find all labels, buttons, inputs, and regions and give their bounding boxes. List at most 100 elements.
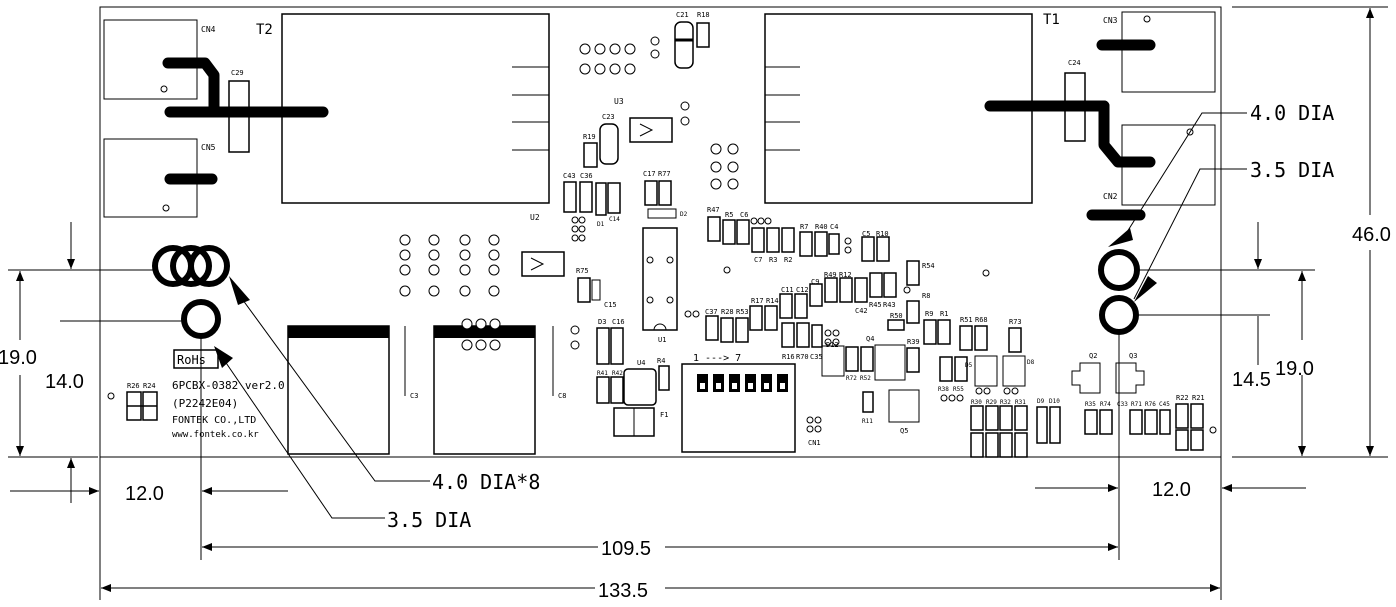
resistor-r71-label: R71 bbox=[1131, 401, 1142, 408]
silk-line2: (P2242E04) bbox=[172, 397, 238, 410]
component-cluster-r9 bbox=[923, 319, 1022, 382]
dim-hole-spacing: 109.5 bbox=[601, 538, 651, 560]
resistor-r30-label: R30 bbox=[971, 399, 982, 406]
transformer-t1-label: T1 bbox=[1043, 12, 1060, 28]
transistor-q5-label: Q5 bbox=[900, 427, 908, 435]
dim-right-height-14-5: 14.5 bbox=[1232, 369, 1271, 391]
resistor-r47-label: R47 bbox=[707, 206, 720, 214]
resistor-r70-label: R70 bbox=[796, 353, 809, 361]
capacitor-c33-label: C33 bbox=[1117, 401, 1128, 408]
transistor-q2 bbox=[1071, 362, 1101, 394]
transistor-q5 bbox=[888, 389, 920, 423]
resistor-r8-label: R8 bbox=[922, 292, 930, 300]
pad-field-left bbox=[399, 234, 500, 297]
connector-cn5-label: CN5 bbox=[201, 143, 216, 152]
resistor-r9-label: R9 bbox=[925, 310, 933, 318]
resistor-r45-label: R45 bbox=[869, 301, 882, 309]
pad-array-mid bbox=[710, 143, 739, 190]
resistor-r76-label: R76 bbox=[1145, 401, 1156, 408]
resistor-r68-label: R68 bbox=[975, 316, 988, 324]
resistor-r40-label: R40 bbox=[815, 223, 828, 231]
ic-u3 bbox=[629, 117, 673, 143]
diode-d2-label: D2 bbox=[680, 211, 688, 218]
transistor-q2-label: Q2 bbox=[1089, 352, 1097, 360]
capacitor-c36-label: C36 bbox=[580, 172, 593, 180]
diode-d10-label: D10 bbox=[1049, 398, 1060, 405]
dip-switch-keys bbox=[697, 374, 788, 392]
dim-right-hole-small: 3.5 DIA bbox=[1250, 158, 1334, 182]
capacitor-c4-label: C4 bbox=[830, 223, 838, 231]
capacitor-c14-label: C14 bbox=[609, 216, 620, 223]
silk-line1: 6PCBX-0382 ver2.0 bbox=[172, 379, 285, 392]
resistor-r3-label: R3 bbox=[769, 256, 777, 264]
resistor-r32-label: R32 bbox=[1000, 399, 1011, 406]
resistor-r7-label: R7 bbox=[800, 223, 808, 231]
dip-switch-label: 1 ---> 7 bbox=[693, 353, 741, 364]
transistor-q3-label: Q3 bbox=[1129, 352, 1137, 360]
capacitor-c9-label: C9 bbox=[811, 278, 819, 286]
ic-u4-label: U4 bbox=[637, 359, 645, 367]
dim-right-height-19: 19.0 bbox=[1275, 358, 1314, 380]
fuse-f1-label: F1 bbox=[660, 411, 668, 419]
resistor-r19-label: R19 bbox=[583, 133, 596, 141]
leader-lines bbox=[219, 112, 1247, 519]
dim-left-height-19: 19.0 bbox=[0, 347, 37, 369]
trace-left-cn4 bbox=[162, 57, 220, 118]
capacitor-c3-label: C3 bbox=[410, 392, 418, 400]
resistor-r19 bbox=[583, 142, 598, 168]
resistor-r74-label: R74 bbox=[1100, 401, 1111, 408]
resistor-r5-label: R5 bbox=[725, 211, 733, 219]
capacitor-c12-label: C12 bbox=[796, 286, 809, 294]
capacitor-c21 bbox=[674, 21, 694, 69]
capacitor-c37-label: C37 bbox=[705, 308, 718, 316]
dim-height-total: 46.0 bbox=[1352, 224, 1391, 246]
connector-cn3-label: CN3 bbox=[1103, 16, 1118, 25]
diode-d8-label: D8 bbox=[1027, 359, 1035, 366]
diode-d12-label: D12 bbox=[826, 341, 839, 349]
capacitor-c21-label: C21 bbox=[676, 11, 689, 19]
resistor-r18 bbox=[696, 22, 710, 48]
component-cluster-r49 bbox=[705, 272, 897, 348]
transistor-q4-label: Q4 bbox=[866, 335, 874, 343]
resistor-r28-label: R28 bbox=[721, 308, 734, 316]
dim-left-hole-large: 4.0 DIA*8 bbox=[432, 470, 540, 494]
resistor-r24-label: R24 bbox=[143, 382, 156, 390]
capacitor-c6-label: C6 bbox=[740, 211, 748, 219]
capacitor-c42-label: C42 bbox=[855, 307, 868, 315]
ic-u1-label: U1 bbox=[658, 336, 666, 344]
resistor-r51-label: R51 bbox=[960, 316, 973, 324]
resistor-r29-label: R29 bbox=[986, 399, 997, 406]
resistor-r53-label: R53 bbox=[736, 308, 749, 316]
transistor-q4 bbox=[874, 344, 906, 381]
resistor-r39-label: R39 bbox=[907, 338, 920, 346]
resistor-r26-label: R26 bbox=[127, 382, 140, 390]
capacitor-c17-label: C17 bbox=[643, 170, 656, 178]
capacitor-c23 bbox=[599, 123, 619, 165]
resistor-r41-label: R41 bbox=[597, 370, 608, 377]
resistor-r14-label: R14 bbox=[766, 297, 779, 305]
component-cluster-r30 bbox=[970, 405, 1061, 458]
silk-line3: FONTEK CO.,LTD bbox=[172, 415, 256, 426]
dim-right-offset: 12.0 bbox=[1152, 479, 1191, 501]
resistor-r55-label: R55 bbox=[953, 386, 964, 393]
capacitor-c7-label: C7 bbox=[754, 256, 762, 264]
connector-cn2-label: CN2 bbox=[1103, 192, 1118, 201]
connector-cn1-label: CN1 bbox=[808, 439, 821, 447]
capacitor-c11-label: C11 bbox=[781, 286, 794, 294]
resistor-r2-label: R2 bbox=[784, 256, 792, 264]
resistor-r22-label: R22 bbox=[1176, 394, 1189, 402]
resistor-r38-label: R38 bbox=[938, 386, 949, 393]
capacitor-c3 bbox=[287, 325, 390, 455]
dim-left-offset: 12.0 bbox=[125, 483, 164, 505]
resistor-r75 bbox=[577, 277, 591, 303]
resistor-r31-label: R31 bbox=[1015, 399, 1026, 406]
resistor-r75-label: R75 bbox=[576, 267, 589, 275]
connector-cn4-label: CN4 bbox=[201, 25, 216, 34]
capacitor-c24-label: C24 bbox=[1068, 59, 1081, 67]
resistor-r12-label: R12 bbox=[839, 271, 852, 279]
resistor-r10-label: R10 bbox=[876, 230, 889, 238]
diode-d5-label: D5 bbox=[965, 362, 973, 369]
diode-d9-label: D9 bbox=[1037, 398, 1045, 405]
resistor-r50-label: R50 bbox=[890, 312, 903, 320]
